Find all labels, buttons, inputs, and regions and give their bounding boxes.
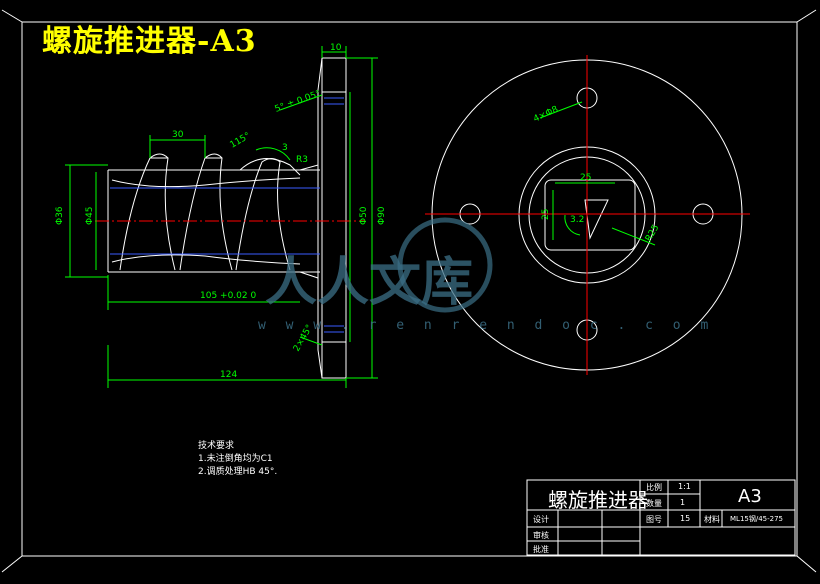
sheet-label: 图号 [646, 515, 662, 524]
notes-line-1: 1.未注倒角均为C1 [198, 454, 273, 464]
title-block-name: 螺旋推进器 [548, 488, 648, 512]
dim-radius: R3 [296, 155, 308, 165]
dim-total-length: 124 [220, 370, 237, 380]
check-label: 审核 [533, 531, 549, 540]
dim-small-radius: 3.2 [570, 215, 584, 225]
dim-flange-diameter: Φ90 [377, 206, 387, 225]
dim-flange-thickness: 10 [330, 43, 342, 53]
flight-1 [119, 153, 176, 271]
design-label: 设计 [533, 515, 549, 524]
dim-angle: 115° [229, 131, 253, 151]
dim-fit-length: 105 +0.02 0 [200, 291, 256, 301]
key-mark [584, 199, 609, 240]
notes-heading: 技术要求 [198, 441, 235, 451]
scale-value: 1:1 [678, 482, 691, 491]
material-value: ML15钢/45-275 [730, 515, 783, 523]
side-center-lines [425, 55, 750, 375]
sheet-value: 15 [680, 514, 691, 523]
flight-2 [179, 153, 233, 271]
dim-slope: 5° ± 0.05° [274, 89, 323, 115]
dim-large-radius: R25 [644, 223, 662, 243]
drawing-number: A3 [738, 486, 762, 507]
qty-value: 1 [680, 498, 686, 507]
dim-pitch: 30 [172, 130, 184, 140]
scale-label: 比例 [646, 483, 662, 492]
outer-border [21, 21, 798, 557]
watermark-logo-text: 人人文库 [265, 253, 473, 313]
dim-square-height: 25 [541, 209, 551, 220]
dim-depth: 3 [282, 143, 288, 153]
technical-notes: 技术要求 1.未注倒角均为C1 2.调质处理HB 45°. [198, 440, 277, 479]
dim-holes: 4×Φ8 [532, 105, 560, 125]
notes-line-2: 2.调质处理HB 45°. [198, 467, 278, 477]
watermark-url: w w w . r e n r e n d o c . c o m [258, 318, 715, 333]
material-label: 材料 [704, 515, 720, 524]
dimension-lines [65, 46, 378, 388]
title-block-lines [526, 479, 796, 556]
dim-square-width: 25 [580, 173, 591, 183]
hidden-lines [110, 97, 344, 333]
flange [321, 57, 347, 379]
watermark-logo [397, 217, 493, 313]
qty-label: 数量 [646, 499, 662, 508]
side-dimension-lines [539, 101, 656, 246]
square-bore [544, 179, 636, 251]
page-title: 螺旋推进器-A3 [42, 24, 257, 59]
front-view [107, 57, 347, 379]
approve-label: 批准 [533, 545, 549, 554]
dim-inner-diameter: Φ45 [85, 206, 95, 225]
dim-hub-diameter: Φ50 [359, 206, 369, 225]
dim-outer-diameter: Φ36 [55, 206, 65, 225]
detail-section [239, 158, 301, 176]
border-corner-marks [1, 9, 817, 573]
